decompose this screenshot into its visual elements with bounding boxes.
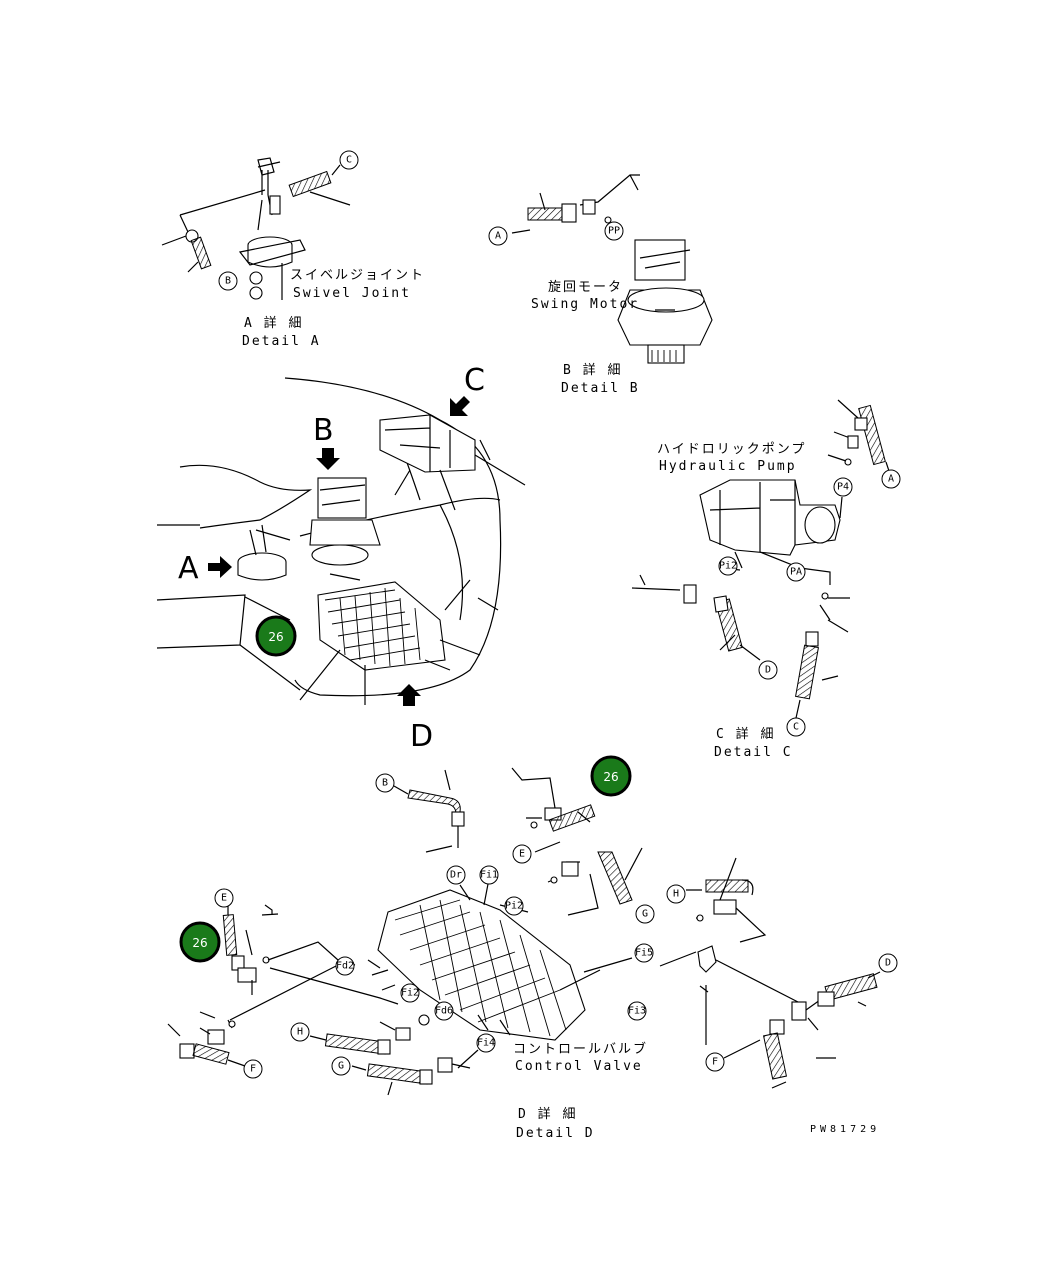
arrow-c-icon	[450, 396, 470, 416]
view-letter-b: B	[313, 413, 334, 448]
circle-label: F	[250, 1064, 256, 1075]
detail-d-circle-g2: G	[331, 1056, 351, 1076]
detail-a-swivel-joint	[161, 157, 351, 300]
detail-d-circle-h1: H	[666, 884, 686, 904]
detail-d-circle-fi2: Fi2	[400, 983, 420, 1003]
detail-d-circle-f1: F	[243, 1059, 263, 1079]
detail-c-en: Detail C	[714, 745, 793, 760]
circle-label: B	[225, 276, 231, 287]
circle-label: Fd6	[435, 1006, 453, 1017]
detail-d-control-valve	[167, 767, 881, 1096]
callout-badge[interactable]: 26	[590, 755, 632, 797]
circle-label: G	[338, 1061, 344, 1072]
circle-label: PA	[790, 567, 802, 578]
callout-number: 26	[192, 936, 207, 950]
callout-number: 26	[603, 770, 618, 784]
callout-number: 26	[268, 630, 283, 644]
view-letter-a: A	[178, 551, 199, 586]
detail-d-circle-fi5: Fi5	[634, 943, 654, 963]
hydraulic-pump-jp: ハイドロリックポンプ	[657, 442, 806, 457]
circle-label: E	[519, 849, 525, 860]
circle-label: H	[673, 889, 679, 900]
detail-a-jp: A 詳 細	[244, 315, 303, 331]
circle-label: Fi2	[401, 988, 419, 999]
detail-d-circle-g1: G	[635, 904, 655, 924]
detail-c-circle-pi2: Pi2	[718, 556, 738, 576]
circle-label: C	[793, 722, 799, 733]
circle-label: PP	[608, 226, 620, 237]
circle-label: Fi5	[635, 948, 653, 959]
detail-c-circle-a: A	[881, 469, 901, 489]
swivel-joint-jp: スイベルジョイント	[290, 268, 425, 283]
detail-d-circle-fd2: Fd2	[335, 956, 355, 976]
overview-machine	[156, 377, 526, 705]
arrow-a-icon	[208, 556, 232, 578]
circle-label: Pi2	[719, 561, 737, 572]
arrow-d-icon	[397, 684, 421, 706]
detail-d-circle-e2: E	[214, 888, 234, 908]
detail-c-circle-pa: PA	[786, 562, 806, 582]
control-valve-jp: コントロールバルブ	[513, 1041, 648, 1057]
detail-d-circle-h2: H	[290, 1022, 310, 1042]
view-letter-c: C	[464, 363, 485, 398]
detail-d-circle-fi1: Fi1	[479, 865, 499, 885]
circle-label: P4	[837, 482, 849, 493]
control-valve-en: Control Valve	[515, 1059, 643, 1074]
circle-label: Fi4	[477, 1038, 495, 1049]
detail-d-circle-d: D	[878, 953, 898, 973]
detail-c-circle-p4: P4	[833, 477, 853, 497]
circle-label: A	[495, 231, 501, 242]
detail-c-circle-c: C	[786, 717, 806, 737]
swivel-joint-en: Swivel Joint	[293, 286, 411, 301]
circle-label: A	[888, 474, 894, 485]
detail-a-circle-b: B	[218, 271, 238, 291]
detail-d-en: Detail D	[516, 1126, 595, 1141]
circle-label: Pi2	[505, 901, 523, 912]
swing-motor-en: Swing Motor	[531, 297, 639, 312]
callout-badge[interactable]: 26	[179, 921, 221, 963]
detail-d-circle-e1: E	[512, 844, 532, 864]
swing-motor-jp: 旋回モータ	[548, 280, 623, 295]
circle-label: C	[346, 155, 352, 166]
detail-b-circle-pp: PP	[604, 221, 624, 241]
detail-d-circle-fd6: Fd6	[434, 1001, 454, 1021]
detail-b-circle-a: A	[488, 226, 508, 246]
circle-label: D	[765, 665, 771, 676]
detail-d-circle-dr: Dr	[446, 865, 466, 885]
drawing-number: PW81729	[810, 1124, 880, 1135]
circle-label: B	[382, 778, 388, 789]
circle-label: H	[297, 1027, 303, 1038]
detail-d-circle-f2: F	[705, 1052, 725, 1072]
detail-b-swing-motor	[511, 174, 713, 364]
circle-label: Fd2	[336, 961, 354, 972]
detail-c-jp: C 詳 細	[716, 726, 775, 742]
arrow-b-icon	[316, 448, 340, 470]
detail-a-circle-c: C	[339, 150, 359, 170]
detail-a-en: Detail A	[242, 334, 321, 349]
detail-c-circle-d: D	[758, 660, 778, 680]
circle-label: D	[885, 958, 891, 969]
callout-badge[interactable]: 26	[255, 615, 297, 657]
detail-d-jp: D 詳 細	[518, 1106, 577, 1122]
circle-label: Fi3	[628, 1006, 646, 1017]
detail-b-jp: B 詳 細	[563, 362, 622, 378]
circle-label: G	[642, 909, 648, 920]
detail-d-circle-fi3: Fi3	[627, 1001, 647, 1021]
detail-c-hydraulic-pump	[631, 399, 891, 719]
circle-label: Dr	[450, 870, 462, 881]
detail-d-circle-fi4: Fi4	[476, 1033, 496, 1053]
circle-label: F	[712, 1057, 718, 1068]
detail-d-circle-pi2: Pi2	[504, 896, 524, 916]
view-letter-d: D	[410, 719, 433, 754]
circle-label: E	[221, 893, 227, 904]
circle-label: Fi1	[480, 870, 498, 881]
detail-d-circle-b: B	[375, 773, 395, 793]
hydraulic-pump-en: Hydraulic Pump	[659, 459, 797, 474]
detail-b-en: Detail B	[561, 381, 640, 396]
